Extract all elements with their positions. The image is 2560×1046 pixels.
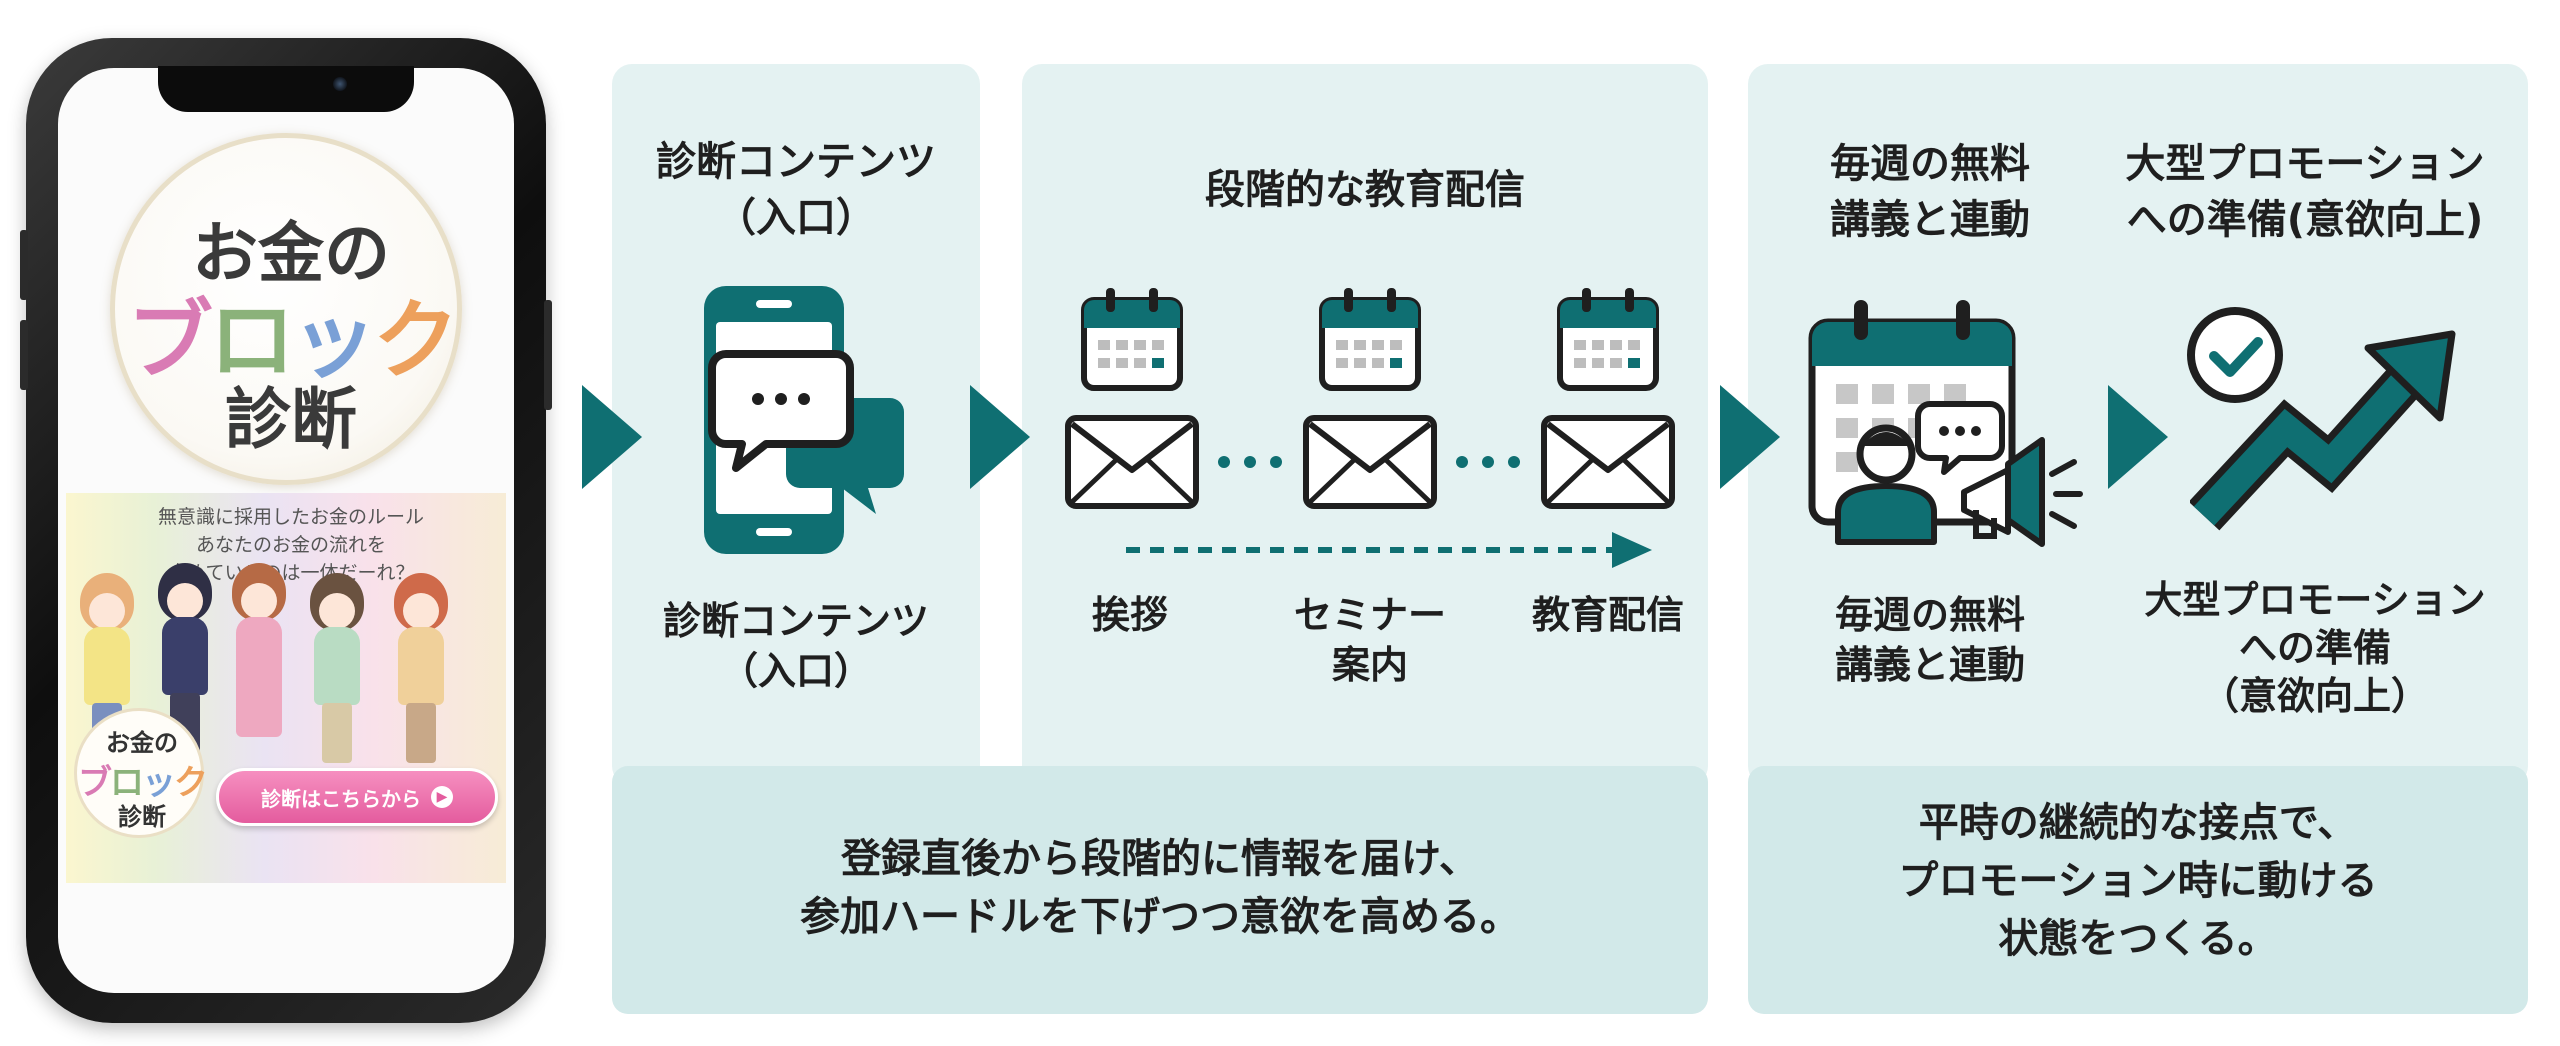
step-label-education: 教育配信 <box>1531 593 1684 637</box>
caption-line: 平時の継続的な接点で、 <box>1918 800 2358 846</box>
calendar-icon <box>1081 288 1183 391</box>
stage3-title: 毎週の無料講義と連動 <box>1830 141 2030 243</box>
stage1-title: 診断コンテンツ（入口） <box>656 139 936 241</box>
check-circle-icon <box>2187 307 2283 403</box>
stage3-label: 毎週の無料講義と連動 <box>1834 593 2025 687</box>
smartphone-chat-icon <box>704 286 904 554</box>
character-illustration <box>302 573 372 793</box>
caption-line: プロモーション時に動ける <box>1898 858 2378 904</box>
dashed-progress-arrow-icon <box>1126 532 1652 568</box>
flow-arrow-icon <box>582 385 642 489</box>
calendar-icon <box>1319 288 1421 391</box>
phone-screen: お金の ブロック 診断 無意識に採用したお金のルール あなたのお金の流れを 止め… <box>58 68 514 993</box>
stage4-label: 大型プロモーションへの準備（意欲向上） <box>2144 578 2486 718</box>
caption-line: 状態をつくる。 <box>1998 916 2278 962</box>
front-camera <box>333 77 347 91</box>
envelope-icon <box>1303 415 1437 509</box>
phone-volume-button <box>20 230 28 300</box>
left-summary-caption: 登録直後から段階的に情報を届け、 参加ハードルを下げつつ意欲を高める。 <box>612 766 1708 1014</box>
stage2-title: 段階的な教育配信 <box>1205 167 1525 213</box>
money-block-diagnosis-logo: お金の ブロック 診断 <box>110 133 462 485</box>
connector-dot <box>1218 456 1230 468</box>
logo-line-2: ブロック <box>127 291 459 391</box>
phone-volume-button <box>20 320 28 390</box>
start-diagnosis-button[interactable]: 診断はこちらから ▶ <box>216 768 498 826</box>
character-illustration <box>224 563 294 793</box>
connector-dot <box>1508 456 1520 468</box>
cta-label: 診断はこちらから <box>261 786 421 811</box>
flow-arrow-icon <box>1720 385 1780 489</box>
connector-dot <box>1244 456 1256 468</box>
chevron-right-icon: ▶ <box>431 786 453 808</box>
envelope-icon <box>1541 415 1675 509</box>
trend-up-arrow-icon <box>2190 330 2456 531</box>
step-label-seminar: セミナー案内 <box>1293 593 1446 687</box>
diagnosis-banner[interactable]: 無意識に採用したお金のルール あなたのお金の流れを 止めているのは一体だーれ？ … <box>66 493 506 883</box>
flow-arrow-icon <box>970 385 1030 489</box>
connector-dot <box>1270 456 1282 468</box>
phone-notch <box>158 66 414 112</box>
calendar-icon <box>1557 288 1659 391</box>
caption-line: 参加ハードルを下げつつ意欲を高める。 <box>800 894 1520 940</box>
right-summary-caption: 平時の継続的な接点で、 プロモーション時に動ける 状態をつくる。 <box>1748 766 2528 1014</box>
stage4-title: 大型プロモーションへの準備(意欲向上) <box>2125 141 2485 243</box>
step-label-greeting: 挨拶 <box>1091 593 1168 637</box>
character-illustration <box>386 573 456 793</box>
connector-dot <box>1482 456 1494 468</box>
caption-line: 登録直後から段階的に情報を届け、 <box>841 836 1479 882</box>
connector-dot <box>1456 456 1468 468</box>
calendar-person-megaphone-icon <box>1808 300 2083 547</box>
stage1-label: 診断コンテンツ（入口） <box>662 599 929 693</box>
flow-arrow-icon <box>2108 385 2168 489</box>
envelope-icon <box>1065 415 1199 509</box>
small-diagnosis-logo: お金の ブロック 診断 <box>74 708 208 838</box>
logo-line-1: お金の <box>192 215 390 292</box>
phone-power-button <box>544 300 552 410</box>
logo-line-3: 診断 <box>225 381 357 458</box>
